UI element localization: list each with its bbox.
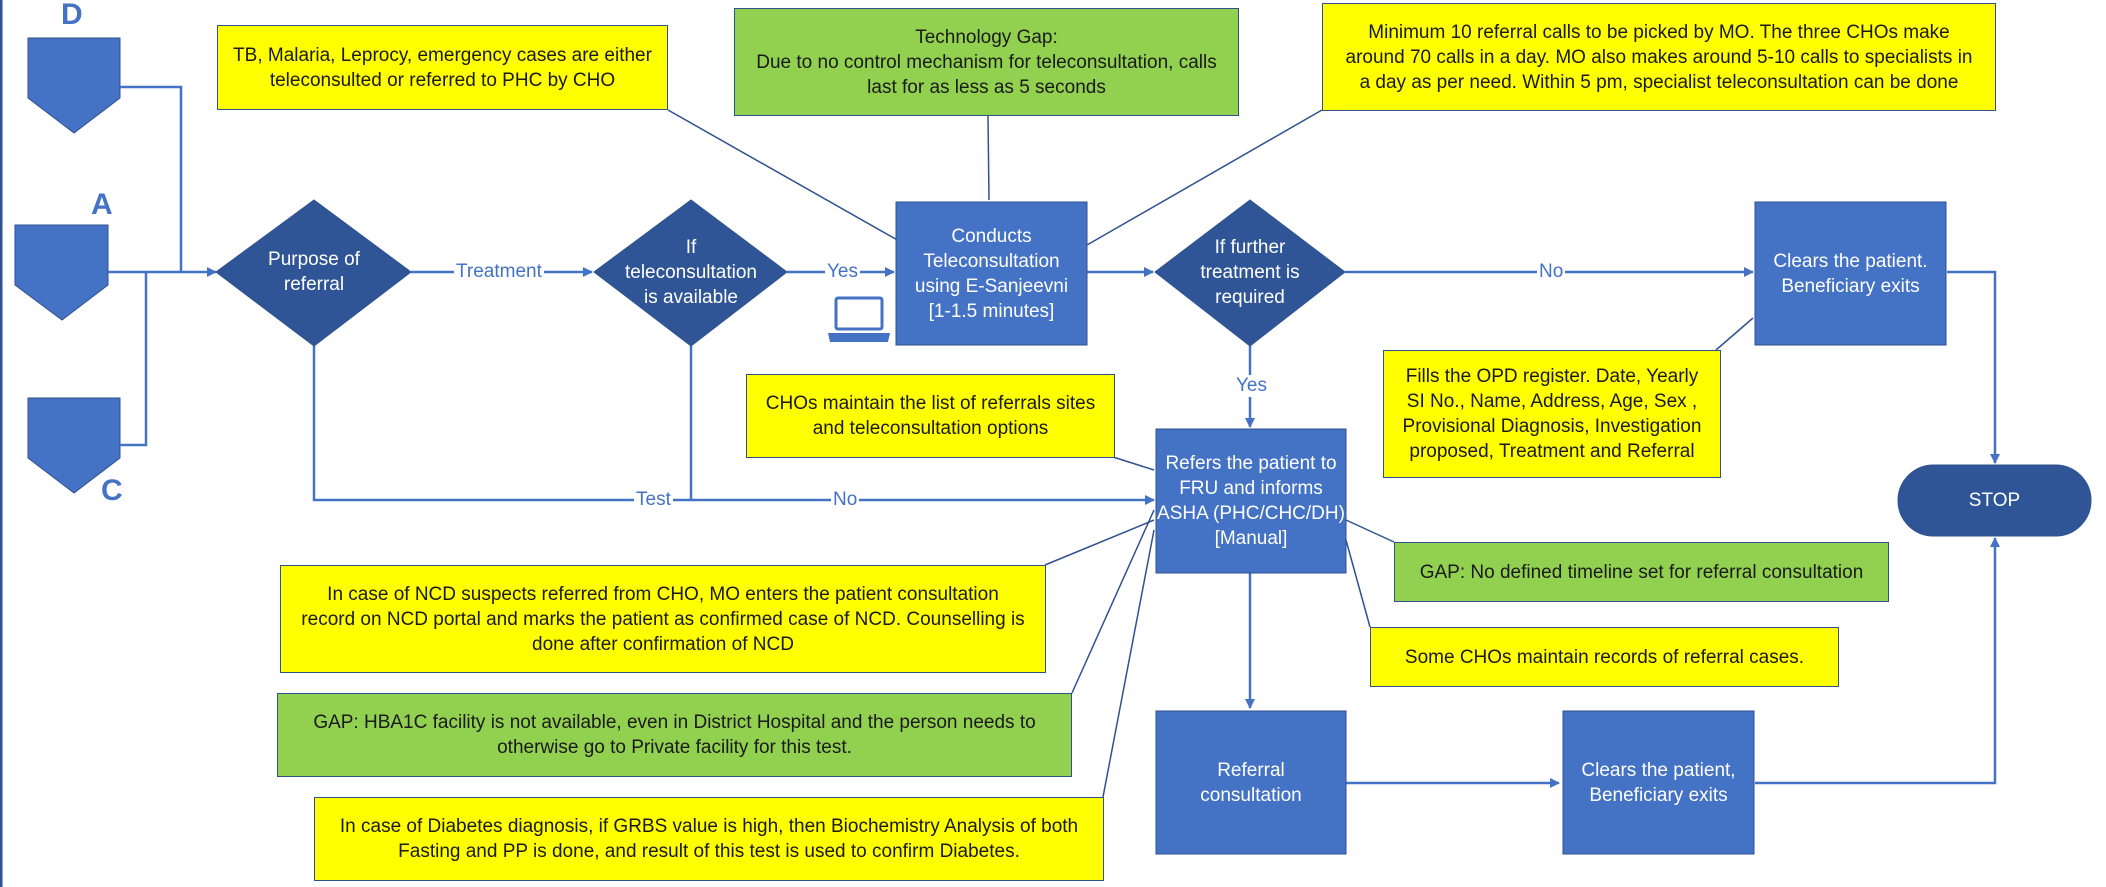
- note-gap-hba1c: GAP: HBA1C facility is not available, ev…: [277, 693, 1072, 777]
- referral-consultation-box: [1155, 710, 1347, 855]
- teleconsult-diamond: [593, 199, 788, 347]
- refers-box: [1155, 428, 1347, 574]
- note-cho-referral-list: CHOs maintain the list of referrals site…: [746, 374, 1115, 458]
- edge-label-yes-further: Yes: [1234, 375, 1269, 397]
- edge-label-no-tele: No: [831, 489, 860, 511]
- connector-a-label: A: [91, 188, 113, 221]
- note-opd-register: Fills the OPD register. Date, Yearly SI …: [1383, 350, 1721, 478]
- connector-d-label: D: [61, 0, 83, 31]
- further-treatment-diamond: [1154, 199, 1346, 347]
- note-min-referral-calls: Minimum 10 referral calls to be picked b…: [1322, 3, 1996, 111]
- note-some-chos-records: Some CHOs maintain records of referral c…: [1370, 627, 1839, 687]
- connector-d-shape: [27, 37, 121, 134]
- connector-c-shape: [27, 397, 121, 494]
- note-diabetes-diagnosis: In case of Diabetes diagnosis, if GRBS v…: [314, 797, 1104, 881]
- edge-label-no-further: No: [1537, 261, 1566, 283]
- clears-top-box: [1754, 201, 1947, 346]
- note-gap-timeline: GAP: No defined timeline set for referra…: [1394, 542, 1889, 602]
- laptop-icon: [828, 296, 890, 342]
- note-tb-malaria: TB, Malaria, Leprocy, emergency cases ar…: [217, 25, 668, 110]
- clears-bottom-box: [1562, 710, 1755, 855]
- note-technology-gap: Technology Gap: Due to no control mechan…: [734, 8, 1239, 116]
- edge-label-treatment: Treatment: [454, 261, 544, 283]
- note-ncd-suspects: In case of NCD suspects referred from CH…: [280, 565, 1046, 673]
- edge-label-test: Test: [634, 489, 673, 511]
- purpose-diamond: [215, 199, 412, 347]
- connector-c-label: C: [101, 474, 123, 507]
- conducts-box: [895, 201, 1088, 346]
- stop-terminator: [1897, 464, 2092, 537]
- connector-a-shape: [14, 224, 109, 321]
- edge-label-yes-tele: Yes: [825, 261, 860, 283]
- callout-lines: [667, 109, 1754, 798]
